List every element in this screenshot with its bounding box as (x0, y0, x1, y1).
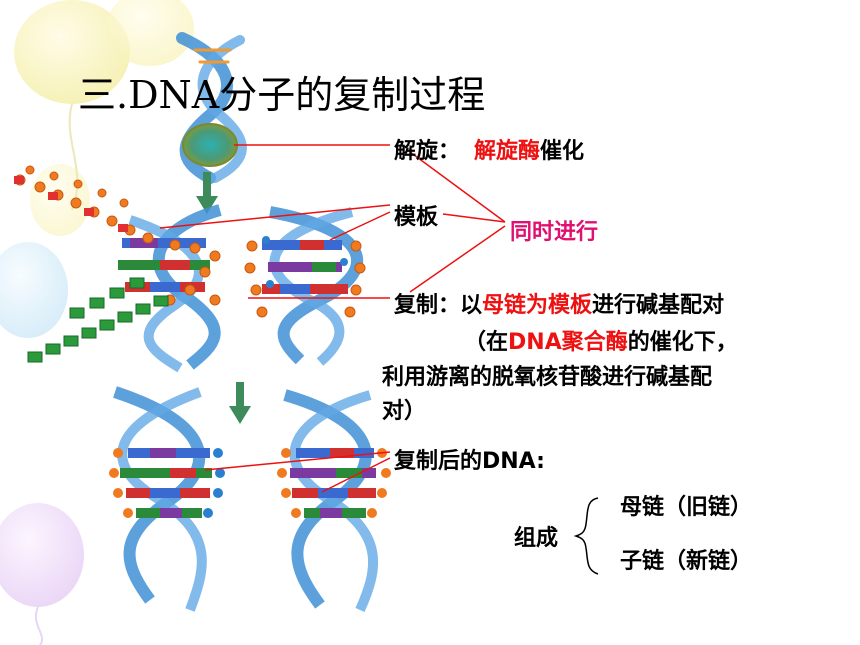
note-line-3: 对） (382, 399, 427, 424)
unwinding-label: 解旋： 解旋酶催化 (394, 133, 584, 165)
unwinding-sphere-icon (182, 123, 238, 167)
pointer-lines (159, 144, 506, 493)
top-helix (176, 32, 247, 184)
dna-polymerase-text: DNA聚合酶 (508, 330, 628, 355)
helicase-text: 解旋酶 (474, 139, 541, 164)
note-line-1: （在DNA聚合酶的催化下， (464, 327, 738, 359)
brace-icon (573, 497, 599, 575)
replication-prefix: 复制：以 (394, 293, 483, 318)
down-arrow-icon (229, 382, 251, 424)
note-line-2: 利用游离的脱氧核苷酸进行碱基配 (382, 365, 713, 390)
background-balloons (0, 0, 194, 645)
replication-suffix: 进行碱基配对 (592, 293, 725, 318)
base-pairs (118, 238, 210, 292)
replication-label: 复制：以母链为模板进行碱基配对 (394, 287, 724, 319)
daughter-strand-label: 子链（新链） (620, 549, 753, 574)
composition-label: 组成 (514, 526, 559, 551)
note-prefix: （在 (464, 330, 509, 355)
unwinding-suffix: 催化 (540, 139, 585, 164)
daughter-dna-left (109, 386, 225, 612)
parent-template-text: 母链为模板 (482, 293, 593, 318)
template-label: 模板 (394, 205, 439, 230)
simultaneous-label: 同时进行 (510, 220, 599, 245)
down-arrow-icon (196, 172, 218, 214)
page-title: 三.DNA分子的复制过程 (78, 73, 486, 117)
after-replication-label: 复制后的DNA: (394, 449, 545, 474)
note-suffix: 的催化下， (627, 330, 738, 355)
replicating-helix (244, 206, 366, 366)
daughter-dna-right (277, 389, 391, 613)
replication-fork (14, 165, 222, 373)
base-pairs (262, 240, 348, 294)
unwinding-prefix: 解旋： (394, 139, 461, 164)
parent-strand-label: 母链（旧链） (620, 495, 753, 520)
